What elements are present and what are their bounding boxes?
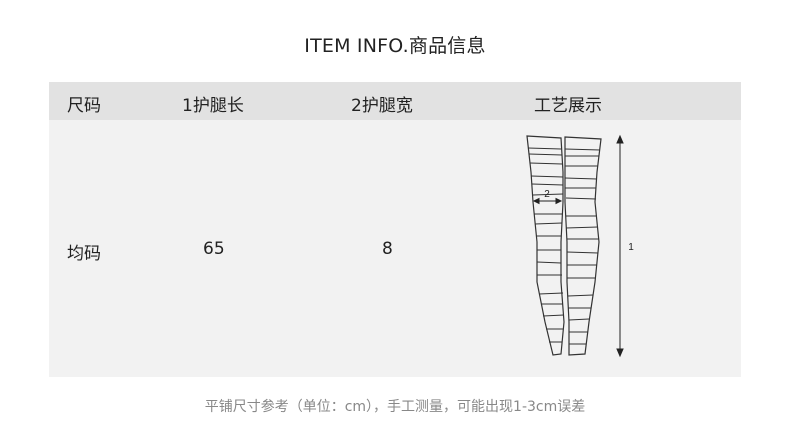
header-width: 2护腿宽 [351, 96, 413, 116]
cell-width: 8 [382, 239, 393, 259]
header-size: 尺码 [67, 96, 101, 116]
table-row: 均码 65 8 [49, 120, 741, 377]
cell-size: 均码 [67, 244, 101, 264]
header-length: 1护腿长 [182, 96, 244, 116]
width-label: 2 [544, 189, 550, 200]
cell-length: 65 [203, 239, 225, 259]
page-title: ITEM INFO.商品信息 [304, 35, 486, 57]
length-label: 1 [628, 242, 634, 253]
size-table: 尺码 1护腿长 2护腿宽 工艺展示 均码 65 8 [49, 82, 741, 377]
leg-warmer-diagram: 2 1 [526, 134, 634, 358]
table-header-row: 尺码 1护腿长 2护腿宽 工艺展示 [49, 82, 741, 120]
header-craft: 工艺展示 [534, 96, 602, 116]
measurement-note: 平铺尺寸参考（单位：cm），手工测量，可能出现1-3cm误差 [204, 399, 586, 415]
